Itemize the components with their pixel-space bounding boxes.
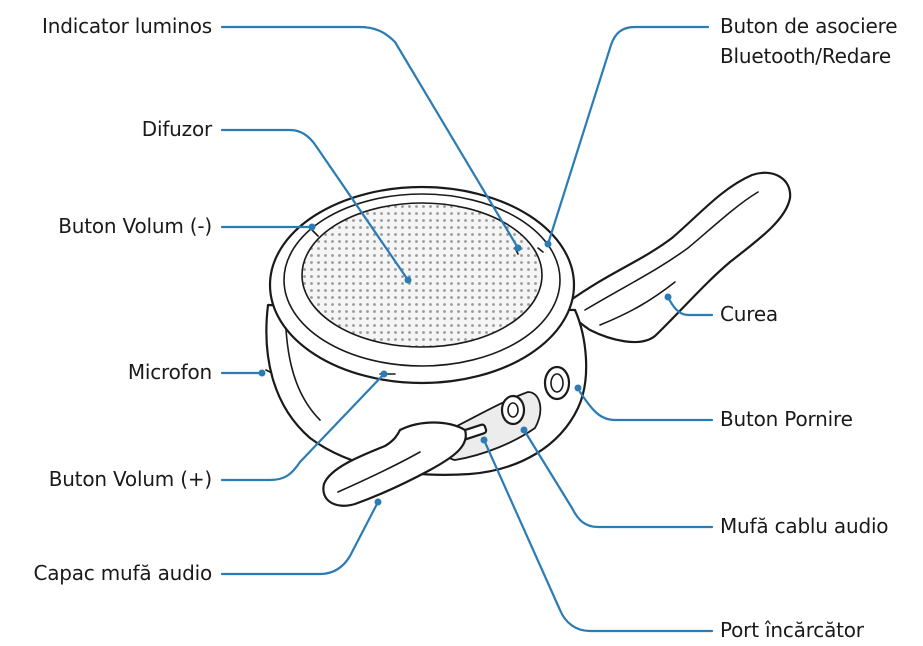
speaker-grille xyxy=(301,202,543,348)
strap-shape xyxy=(566,171,792,344)
volume-down-tick xyxy=(311,229,319,237)
leader-power xyxy=(578,390,714,422)
leader-speaker xyxy=(220,128,410,282)
label-volume-up: Buton Volum (+) xyxy=(48,467,213,491)
label-indicator: Indicator luminos xyxy=(42,14,212,38)
leader-volume-up xyxy=(220,372,386,482)
label-pairing-line1: Buton de asociere xyxy=(720,14,898,38)
label-power: Buton Pornire xyxy=(720,407,853,431)
leader-audio-jack xyxy=(522,428,714,529)
label-volume-down: Buton Volum (-) xyxy=(58,214,212,238)
strap-inner-line-2 xyxy=(599,281,676,326)
label-pairing-line2: Bluetooth/Redare xyxy=(720,44,891,68)
power-button-inner xyxy=(550,373,564,393)
label-speaker: Difuzor xyxy=(141,117,212,141)
leader-charger xyxy=(482,438,714,633)
jack-cover-shape xyxy=(322,421,467,507)
label-jack-cover: Capac mufă audio xyxy=(33,561,212,585)
audio-jack-shape xyxy=(500,394,526,426)
label-microphone: Microfon xyxy=(127,360,212,384)
audio-jack-hole xyxy=(507,402,519,418)
leader-jack-cover xyxy=(220,500,380,576)
leader-indicator xyxy=(220,25,520,250)
label-charger-port: Port încărcător xyxy=(720,618,864,642)
jack-cover-line xyxy=(337,451,421,493)
play-tick xyxy=(537,247,544,253)
mic-mark xyxy=(265,369,271,373)
top-rim-inner xyxy=(283,193,561,367)
label-strap: Curea xyxy=(720,302,778,326)
label-audio-jack: Mufă cablu audio xyxy=(720,514,889,538)
strap-inner-line xyxy=(584,191,759,311)
leader-pairing xyxy=(546,25,710,246)
power-button-shape xyxy=(543,365,571,401)
